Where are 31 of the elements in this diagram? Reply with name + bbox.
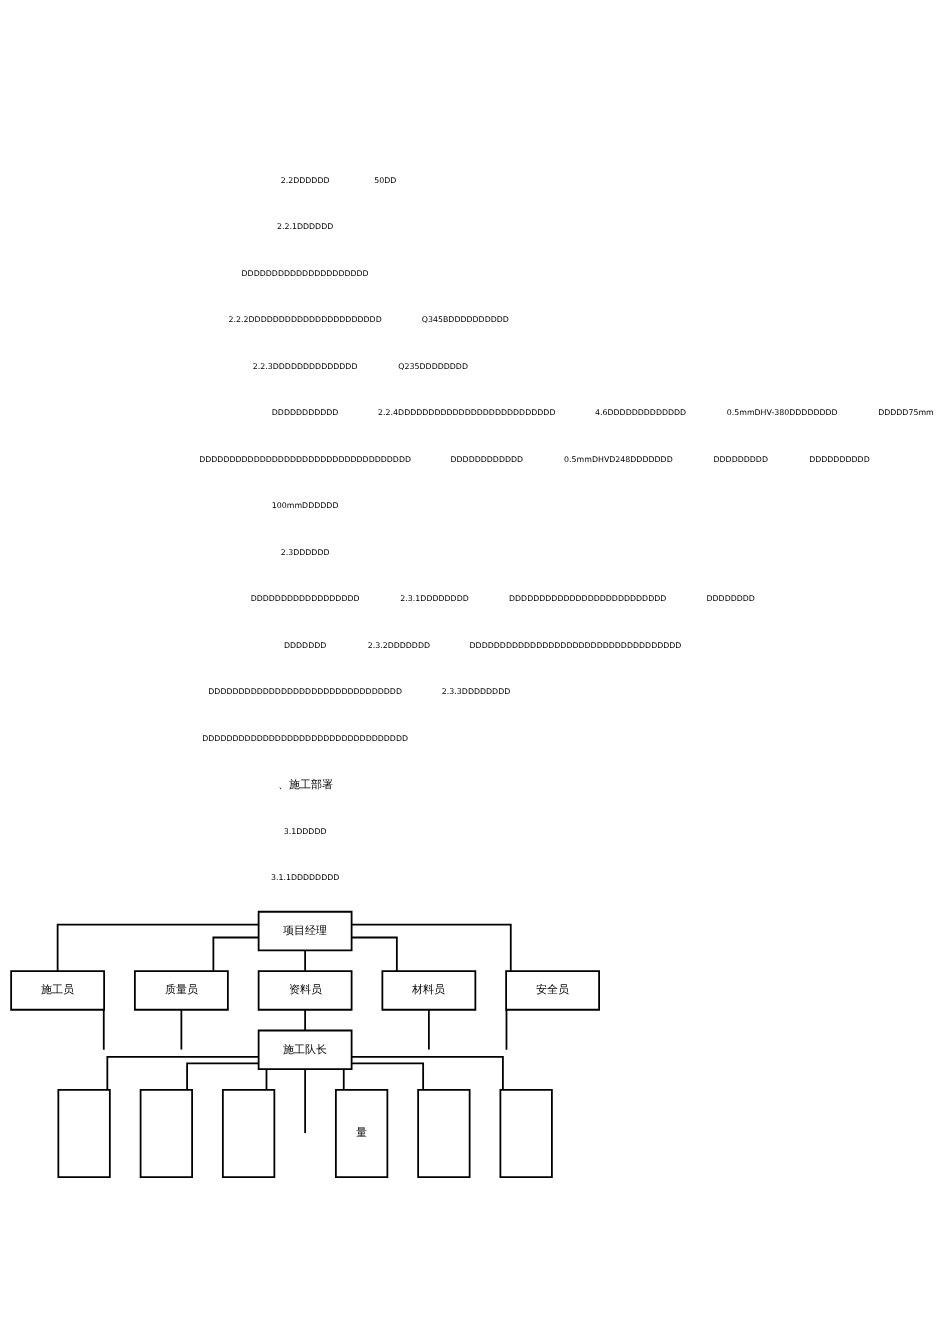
connector	[304, 1008, 306, 1031]
connector	[342, 1067, 345, 1091]
connector	[106, 1055, 260, 1091]
node-box: 安全员	[505, 969, 600, 1011]
connector	[350, 923, 512, 972]
node-box: 量	[335, 1088, 389, 1178]
node-box: 材料员	[381, 969, 477, 1011]
connector	[265, 1067, 268, 1091]
node-box: 施工员	[10, 969, 105, 1011]
node-box	[221, 1088, 276, 1178]
node-box: 项目经理	[257, 910, 353, 951]
node-box: 资料员	[257, 969, 353, 1011]
connector	[350, 1055, 504, 1091]
connector	[304, 949, 306, 972]
connector	[180, 1008, 183, 1050]
connector	[505, 1008, 508, 1051]
label: 、施工部署	[277, 777, 333, 791]
node-box	[139, 1088, 193, 1178]
node-box	[57, 1088, 111, 1178]
node-box	[499, 1088, 553, 1178]
connector	[427, 1008, 430, 1050]
connector	[56, 923, 260, 972]
connector	[186, 1062, 260, 1091]
node-box	[417, 1088, 471, 1178]
node-box: 质量员	[134, 969, 229, 1011]
connector	[212, 936, 260, 972]
connector	[102, 1008, 105, 1051]
connector	[350, 936, 398, 972]
node-box: 施工队长	[257, 1029, 353, 1070]
connector	[304, 1067, 306, 1134]
connector	[350, 1062, 425, 1091]
